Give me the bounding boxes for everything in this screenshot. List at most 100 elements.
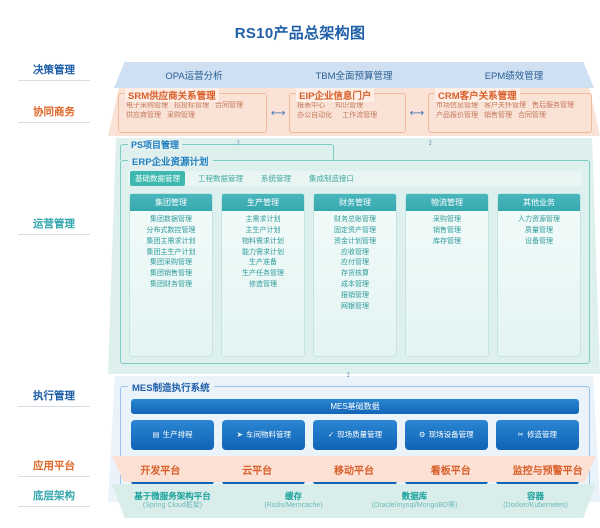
eip-item[interactable]: 工作流管理 bbox=[342, 112, 378, 120]
module-item[interactable]: 能力需求计划 bbox=[242, 248, 284, 256]
module-item[interactable]: 质量管理 bbox=[525, 226, 553, 234]
rail-item-collaboration: 协同商务 bbox=[0, 104, 108, 126]
module-item[interactable]: 销售管理 bbox=[433, 226, 461, 234]
decision-item-opa[interactable]: OPA运营分析 bbox=[165, 71, 223, 82]
rail-label-decision: 决策管理 bbox=[33, 64, 75, 76]
module-item[interactable]: 网银管理 bbox=[341, 302, 369, 310]
srm-item[interactable]: 采购管理 bbox=[167, 112, 195, 120]
module-item[interactable]: 生产准备 bbox=[249, 259, 277, 267]
srm-item[interactable]: 合同管理 bbox=[215, 102, 243, 109]
infra-item-detail: (Oracle/mysql/MongoBD等) bbox=[371, 501, 458, 509]
module-item[interactable]: 成本管理 bbox=[341, 281, 369, 289]
module-item[interactable]: 财务总账管理 bbox=[334, 216, 376, 223]
module-item[interactable]: 集团主生产计划 bbox=[146, 248, 196, 256]
infra-item-name: 基于微服务架构平台 bbox=[134, 491, 211, 502]
module-item[interactable]: 集团数据管理 bbox=[150, 216, 192, 223]
equipment-icon: ⚙ bbox=[418, 430, 426, 439]
crm-item[interactable]: 合同管理 bbox=[517, 112, 546, 120]
crm-item[interactable]: 产品报价管理 bbox=[435, 112, 478, 120]
module-item[interactable]: 集团主需求计划 bbox=[146, 237, 196, 245]
mes-button-label: 生产排程 bbox=[162, 430, 193, 440]
mes-button-site-equipment[interactable]: ⚙ 现场设备管理 bbox=[404, 420, 488, 450]
rail-divider-6 bbox=[18, 506, 90, 507]
group-crm[interactable]: CRM客户关系管理 市场信息管理 客户关怀管理 售后服务管理 产品报价管理 销售… bbox=[427, 88, 592, 133]
erp-module-columns: 集团管理 集团数据管理 分布式数控管理 集团主需求计划 集团主生产计划 集团采购… bbox=[129, 193, 581, 357]
eip-item[interactable]: 知识管理 bbox=[335, 102, 364, 109]
module-item[interactable]: 固定资产管理 bbox=[334, 226, 376, 234]
mes-button-site-quality[interactable]: ✓ 现场质量管理 bbox=[313, 420, 397, 450]
module-item[interactable]: 采购管理 bbox=[433, 216, 461, 223]
rail-item-operations: 运营管理 bbox=[0, 216, 108, 238]
infra-item-name: 数据库 bbox=[401, 491, 428, 502]
mes-base-data-bar[interactable]: MES基础数据 bbox=[131, 399, 579, 414]
module-item-list: 采购管理 销售管理 库存管理 bbox=[406, 211, 488, 248]
module-item[interactable]: 物料需求计划 bbox=[242, 237, 284, 245]
infra-item-microservice[interactable]: 基于微服务架构平台 (Spring Cloud框架) bbox=[112, 491, 233, 510]
group-crm-title: CRM客户关系管理 bbox=[434, 88, 520, 102]
module-item[interactable]: 应收管理 bbox=[341, 248, 369, 256]
decision-item-tbm[interactable]: TBM全面预算管理 bbox=[315, 71, 393, 82]
infra-item-name: 容器 bbox=[526, 491, 544, 502]
mes-button-workshop-material[interactable]: ➤ 车间物料管理 bbox=[222, 420, 306, 450]
architecture-diagram: OPA运营分析 TBM全面预算管理 EPM绩效管理 SRM供应商关系管理 电子采… bbox=[108, 58, 600, 518]
module-production-management[interactable]: 生产管理 主需求计划 主生产计划 物料需求计划 能力需求计划 生产准备 生产任务… bbox=[221, 193, 305, 357]
app-platform-item-monitor[interactable]: 监控与预警平台 bbox=[512, 465, 583, 477]
erp-tab-bar: 基础数据管理 工程数据管理 系统管理 集成制造接口 bbox=[128, 171, 582, 186]
infra-item-database[interactable]: 数据库 (Oracle/mysql/MongoBD等) bbox=[354, 491, 475, 510]
module-logistics-management[interactable]: 物流管理 采购管理 销售管理 库存管理 bbox=[405, 193, 489, 357]
rail-label-execution: 执行管理 bbox=[33, 390, 75, 402]
module-item[interactable]: 存货核算 bbox=[341, 270, 369, 278]
eip-item[interactable]: 报表中心 bbox=[297, 102, 326, 109]
srm-item[interactable]: 供应商管理 bbox=[126, 112, 161, 120]
module-item[interactable]: 设备管理 bbox=[525, 237, 553, 245]
module-other-business[interactable]: 其他业务 人力资源管理 质量管理 设备管理 bbox=[497, 193, 581, 357]
mes-button-repair[interactable]: ✂ 修造管理 bbox=[495, 420, 580, 450]
module-item[interactable]: 应付管理 bbox=[341, 259, 369, 267]
tab-base-data[interactable]: 基础数据管理 bbox=[130, 171, 185, 186]
module-item[interactable]: 人力资源管理 bbox=[518, 216, 560, 223]
module-item[interactable]: 集团采购管理 bbox=[150, 259, 192, 267]
module-item[interactable]: 报销管理 bbox=[341, 291, 369, 299]
group-crm-row1: 市场信息管理 客户关怀管理 售后服务管理 bbox=[436, 101, 585, 111]
module-item-list: 集团数据管理 分布式数控管理 集团主需求计划 集团主生产计划 集团采购管理 集团… bbox=[130, 211, 212, 291]
module-item[interactable]: 修造管理 bbox=[249, 281, 277, 289]
module-finance-management[interactable]: 财务管理 财务总账管理 固定资产管理 资金计划管理 应收管理 应付管理 存货核算… bbox=[313, 193, 397, 357]
app-platform-item-kanban[interactable]: 看板平台 bbox=[430, 465, 471, 477]
rail-divider-2 bbox=[18, 122, 90, 123]
ps-project-box[interactable]: PS项目管理 bbox=[120, 138, 334, 160]
module-item[interactable]: 集团销售管理 bbox=[150, 270, 192, 278]
group-eip[interactable]: EIP企业信息门户 报表中心 知识管理 办公自动化 工作流管理 bbox=[289, 88, 406, 133]
infra-item-container[interactable]: 容器 (Docker/Kubernetes) bbox=[475, 491, 596, 510]
crm-item[interactable]: 销售管理 bbox=[483, 112, 512, 120]
tab-system-management[interactable]: 系统管理 bbox=[261, 174, 291, 183]
module-item[interactable]: 分布式数控管理 bbox=[146, 226, 196, 234]
infra-item-cache[interactable]: 缓存 (Rsdis/Memcache) bbox=[233, 491, 354, 510]
mes-button-production-scheduling[interactable]: ▤ 生产排程 bbox=[131, 420, 215, 450]
page-title: RS10产品总架构图 bbox=[234, 25, 366, 42]
decision-item-epm[interactable]: EPM绩效管理 bbox=[484, 71, 544, 82]
crm-item[interactable]: 售后服务管理 bbox=[531, 102, 574, 109]
srm-item[interactable]: 电子采购管理 bbox=[126, 102, 168, 109]
crm-item[interactable]: 客户关怀管理 bbox=[483, 102, 526, 109]
app-platform-item-cloud[interactable]: 云平台 bbox=[242, 465, 273, 477]
module-item[interactable]: 主生产计划 bbox=[245, 226, 281, 234]
rail-item-decision: 决策管理 bbox=[0, 62, 108, 84]
app-platform-item-mobile[interactable]: 移动平台 bbox=[333, 465, 374, 477]
module-item[interactable]: 资金计划管理 bbox=[334, 237, 376, 245]
group-srm[interactable]: SRM供应商关系管理 电子采购管理 招投标管理 合同管理 供应商管理 采购管理 bbox=[118, 88, 268, 133]
module-item-list: 人力资源管理 质量管理 设备管理 bbox=[498, 211, 580, 248]
crm-item[interactable]: 市场信息管理 bbox=[435, 102, 478, 109]
eip-item[interactable]: 办公自动化 bbox=[297, 112, 333, 120]
module-item[interactable]: 主需求计划 bbox=[245, 216, 281, 223]
module-group-management[interactable]: 集团管理 集团数据管理 分布式数控管理 集团主需求计划 集团主生产计划 集团采购… bbox=[129, 193, 213, 357]
rail-item-execution: 执行管理 bbox=[0, 388, 108, 410]
app-platform-item-dev[interactable]: 开发平台 bbox=[140, 465, 181, 477]
module-item[interactable]: 集团财务管理 bbox=[150, 281, 192, 289]
module-item[interactable]: 生产任务管理 bbox=[242, 270, 284, 278]
rail-item-app-platform: 应用平台 bbox=[0, 458, 108, 480]
srm-item[interactable]: 招投标管理 bbox=[174, 102, 209, 109]
module-item[interactable]: 库存管理 bbox=[433, 237, 461, 245]
tab-engineering-data[interactable]: 工程数据管理 bbox=[198, 174, 243, 183]
erp-box: ERP企业资源计划 基础数据管理 工程数据管理 系统管理 集成制造接口 集团管理… bbox=[120, 154, 590, 364]
tab-integration-interface[interactable]: 集成制造接口 bbox=[309, 174, 354, 183]
